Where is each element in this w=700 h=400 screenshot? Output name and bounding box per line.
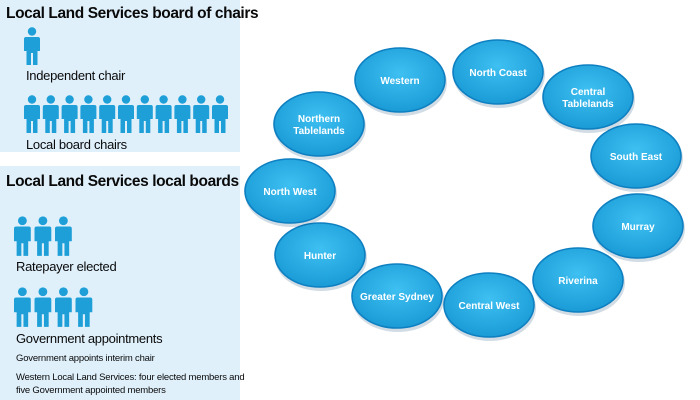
- local-board-chairs-label: Local board chairs: [26, 137, 127, 152]
- person-icon: [75, 287, 93, 327]
- person-icon: [14, 216, 31, 256]
- person-icon: [155, 95, 172, 133]
- western-note-line-1: Western Local Land Services: four electe…: [16, 372, 245, 383]
- local-boards-panel: Local Land Services local boards Ratepay…: [0, 166, 245, 400]
- region-label: North Coast: [469, 68, 527, 79]
- person-icon: [193, 95, 210, 133]
- person-icon: [55, 216, 72, 256]
- person-icon: [34, 287, 52, 327]
- region-node: Central West: [443, 272, 536, 341]
- person-icon: [55, 287, 72, 327]
- person-icon: [14, 287, 31, 327]
- board-of-chairs-panel: Local Land Services board of chairs Inde…: [0, 0, 259, 152]
- person-icon: [24, 95, 40, 133]
- region-label: South East: [610, 152, 663, 163]
- local-board-chairs-figures: [24, 95, 228, 133]
- region-node: Riverina: [532, 247, 625, 316]
- local-boards-title: Local Land Services local boards: [6, 173, 239, 190]
- region-node: Murray: [592, 193, 685, 262]
- region-label: North West: [263, 187, 317, 198]
- region-node: Hunter: [274, 222, 367, 291]
- region-label: Northern: [298, 114, 340, 125]
- person-icon: [24, 27, 40, 65]
- region-node: North Coast: [452, 39, 545, 108]
- board-of-chairs-title: Local Land Services board of chairs: [6, 5, 259, 22]
- person-icon: [99, 95, 116, 133]
- person-icon: [212, 95, 228, 133]
- region-label: Greater Sydney: [360, 292, 434, 303]
- person-icon: [34, 216, 52, 256]
- person-icon: [174, 95, 191, 133]
- person-icon: [136, 95, 153, 133]
- region-label: Western: [380, 76, 419, 87]
- region-label: Hunter: [304, 251, 336, 262]
- western-note-line-2: five Government appointed members: [16, 385, 166, 396]
- region-label: Riverina: [558, 276, 598, 287]
- independent-chair-figures: [24, 27, 40, 65]
- person-icon: [61, 95, 78, 133]
- region-node: Greater Sydney: [351, 263, 444, 332]
- region-label: Murray: [621, 222, 655, 233]
- region-label: Central: [571, 87, 606, 98]
- ratepayer-elected-label: Ratepayer elected: [16, 259, 117, 274]
- region-node: South East: [590, 123, 683, 192]
- region-node: North West: [244, 158, 337, 227]
- region-label: Tablelands: [562, 99, 614, 110]
- independent-chair-label: Independent chair: [26, 68, 125, 83]
- interim-chair-note: Government appoints interim chair: [16, 353, 155, 364]
- government-appointments-label: Government appointments: [16, 331, 163, 346]
- region-label: Tablelands: [293, 126, 345, 137]
- region-label: Central West: [459, 301, 521, 312]
- person-icon: [80, 95, 97, 133]
- government-appointments-figures: [14, 287, 93, 327]
- person-icon: [118, 95, 134, 133]
- region-node: Western: [354, 47, 447, 116]
- ratepayer-elected-figures: [14, 216, 72, 256]
- person-icon: [42, 95, 59, 133]
